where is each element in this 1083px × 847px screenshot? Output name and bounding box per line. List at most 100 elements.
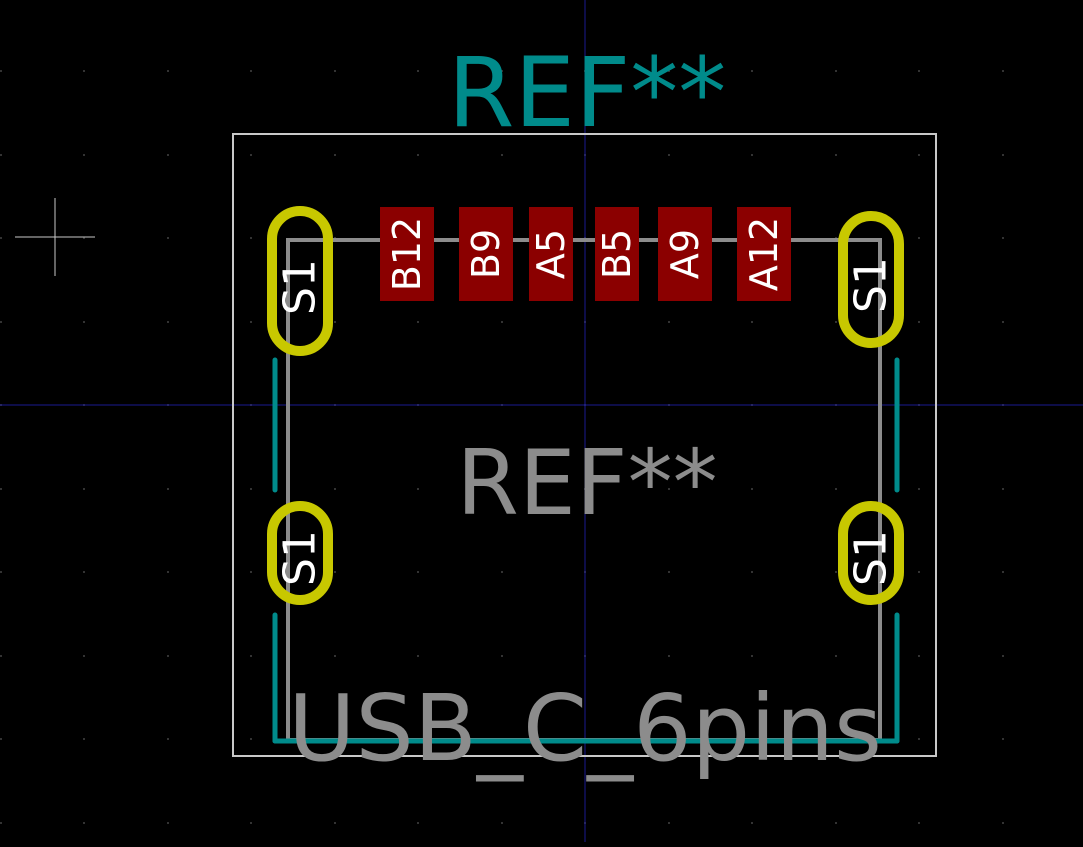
grid-dot [83, 154, 85, 156]
smd-pad-label: A9 [663, 229, 707, 279]
grid-dot [334, 488, 336, 490]
smd-pad[interactable]: A5 [529, 207, 573, 301]
grid-dot [501, 571, 503, 573]
grid-dot [334, 70, 336, 72]
grid-dot [751, 655, 753, 657]
grid-dot [334, 321, 336, 323]
smd-pad[interactable]: A12 [737, 207, 791, 301]
grid-dot [1002, 571, 1004, 573]
grid-dot [668, 321, 670, 323]
grid-dot [167, 237, 169, 239]
smd-pad[interactable]: B5 [595, 207, 639, 301]
grid-dot [0, 571, 2, 573]
grid-dot [501, 70, 503, 72]
grid-dot [1002, 738, 1004, 740]
shield-pad[interactable]: S1 [838, 501, 904, 605]
smd-pad-label: A5 [529, 229, 573, 279]
smd-pad[interactable]: B9 [459, 207, 513, 301]
grid-dot [167, 154, 169, 156]
grid-dot [918, 738, 920, 740]
grid-dot [250, 321, 252, 323]
courtyard-outline[interactable] [232, 133, 937, 757]
grid-dot [835, 571, 837, 573]
grid-dot [1002, 237, 1004, 239]
grid-dot [334, 822, 336, 824]
value-fab-text[interactable]: USB_C_6pins [288, 675, 882, 782]
grid-dot [1002, 321, 1004, 323]
grid-dot [167, 571, 169, 573]
grid-dot [918, 70, 920, 72]
grid-dot [0, 70, 2, 72]
grid-dot [835, 822, 837, 824]
grid-dot [668, 655, 670, 657]
grid-dot [668, 822, 670, 824]
grid-dot [1002, 488, 1004, 490]
grid-dot [0, 488, 2, 490]
grid-dot [250, 655, 252, 657]
grid-dot [250, 154, 252, 156]
shield-pad-label: S1 [846, 530, 897, 586]
grid-dot [918, 822, 920, 824]
smd-pad-label: B12 [385, 217, 429, 291]
grid-dot [1002, 655, 1004, 657]
smd-pad[interactable]: B12 [380, 207, 434, 301]
grid-dot [918, 488, 920, 490]
grid-dot [751, 488, 753, 490]
grid-dot [668, 571, 670, 573]
smd-pad-label: A12 [742, 217, 786, 291]
grid-dot [250, 488, 252, 490]
grid-dot [417, 822, 419, 824]
grid-dot [83, 655, 85, 657]
grid-dot [0, 655, 2, 657]
grid-dot [751, 822, 753, 824]
smd-pads: B12 B9 A5 B5 A9 A12 [380, 207, 791, 301]
grid-dot [250, 822, 252, 824]
grid-dot [501, 154, 503, 156]
shield-pad-label: S1 [275, 259, 326, 315]
grid-dot [668, 488, 670, 490]
grid-dot [167, 321, 169, 323]
smd-pad[interactable]: A9 [658, 207, 712, 301]
shield-pad[interactable]: S1 [267, 206, 333, 356]
grid-dot [0, 237, 2, 239]
grid-dot [918, 655, 920, 657]
reference-silk-text[interactable]: REF** [448, 37, 727, 149]
grid-dot [250, 571, 252, 573]
grid-dot [501, 488, 503, 490]
grid-dot [83, 571, 85, 573]
grid-dot [751, 154, 753, 156]
grid-dot [0, 822, 2, 824]
reference-fab-text[interactable]: REF** [456, 431, 717, 536]
grid-dot [83, 738, 85, 740]
grid-dot [835, 321, 837, 323]
grid-dot [417, 321, 419, 323]
grid-dot [501, 655, 503, 657]
grid-dot [918, 321, 920, 323]
grid-dot [835, 488, 837, 490]
shield-pad[interactable]: S1 [267, 501, 333, 605]
silkscreen-outline[interactable] [272, 357, 900, 744]
grid-dot [417, 488, 419, 490]
grid-dot [167, 655, 169, 657]
grid-dot [83, 488, 85, 490]
grid-dot [751, 321, 753, 323]
grid-dot [1002, 154, 1004, 156]
cursor-crosshair-icon [15, 198, 95, 276]
grid-dot [0, 154, 2, 156]
shield-pad[interactable]: S1 [838, 211, 904, 348]
smd-pad-label: B9 [464, 229, 508, 279]
grid-dot [167, 738, 169, 740]
grid-dot [918, 571, 920, 573]
grid-dot [0, 738, 2, 740]
grid-dot [501, 321, 503, 323]
grid-dot [167, 70, 169, 72]
grid-dot [250, 70, 252, 72]
shield-pad-label: S1 [846, 257, 897, 313]
grid-dot [1002, 822, 1004, 824]
grid-dot [417, 70, 419, 72]
grid-dot [668, 154, 670, 156]
grid-dot [835, 655, 837, 657]
